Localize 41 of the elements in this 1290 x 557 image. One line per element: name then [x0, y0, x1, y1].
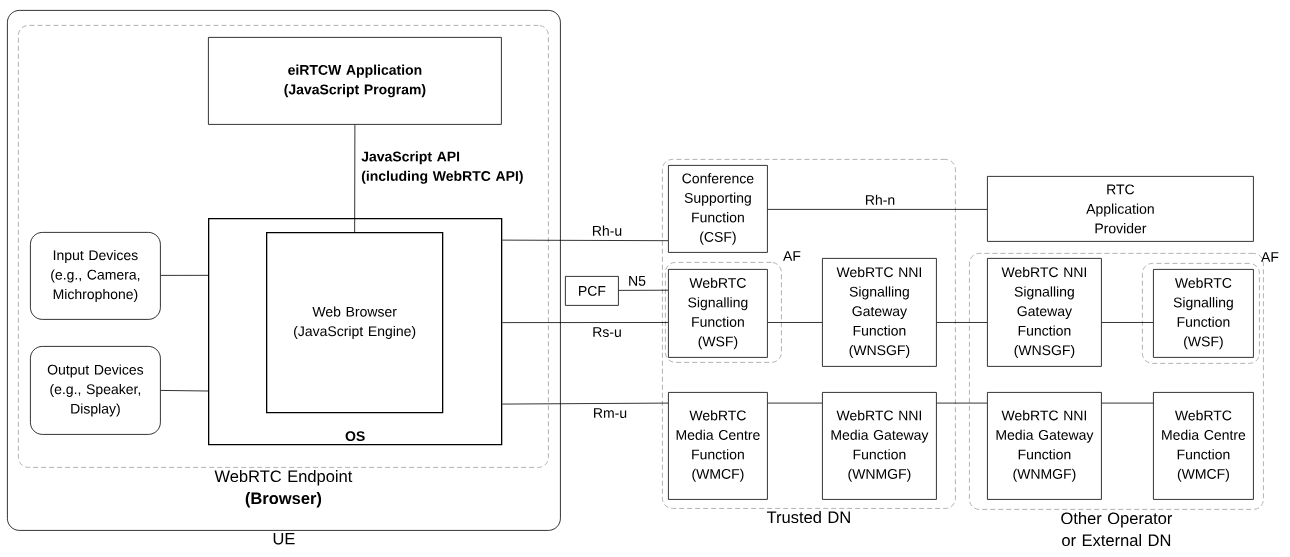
- function-box: WebRTC Media Centre Function (WMCF): [1153, 392, 1254, 500]
- node-label: Other Operator or External DN: [1061, 512, 1173, 547]
- connector-line: [501, 402, 669, 405]
- connector-line: [767, 402, 823, 404]
- connector-line: [160, 274, 209, 276]
- function-box: RTC Application Provider: [987, 176, 1254, 242]
- node-label: AF: [1261, 252, 1279, 262]
- node-label: WebRTC Endpoint (Browser): [214, 470, 353, 508]
- browser-box: Web Browser (JavaScript Engine): [266, 232, 444, 414]
- connector-line: [1101, 402, 1154, 404]
- function-box: WebRTC Signalling Function (WSF): [1153, 269, 1254, 358]
- function-box: WebRTC NNI Media Gateway Function (WNMGF): [822, 392, 937, 500]
- connector-line: [354, 124, 356, 233]
- edge-label: Rh-u: [593, 225, 622, 236]
- edge-label: N5: [629, 276, 646, 286]
- connector-line: [501, 322, 669, 323]
- application-box: eiRTCW Application (JavaScript Program): [208, 37, 502, 125]
- function-box: PCF: [565, 276, 619, 306]
- edge-label: Rs-u: [593, 327, 621, 337]
- function-box: Conference Supporting Function (CSF): [668, 165, 768, 253]
- node-label: UE: [273, 533, 295, 545]
- edge-label: Rm-u: [594, 408, 627, 418]
- node-label: Trusted DN: [766, 511, 850, 524]
- function-box: WebRTC Signalling Function (WSF): [668, 269, 768, 358]
- function-box: WebRTC NNI Media Gateway Function (WNMGF): [987, 392, 1102, 500]
- connector-line: [1101, 322, 1154, 323]
- function-box: WebRTC Media Centre Function (WMCF): [668, 392, 768, 500]
- device-box: Input Devices (e.g., Camera, Michrophone): [30, 232, 161, 320]
- connector-line: [501, 239, 669, 242]
- connector-line: [618, 289, 669, 291]
- connector-line: [936, 402, 988, 404]
- edge-label: JavaScript API (including WebRTC API): [361, 151, 523, 184]
- connector-line: [936, 322, 988, 323]
- connector-line: [767, 322, 823, 323]
- device-box: Output Devices (e.g., Speaker, Display): [30, 346, 161, 435]
- function-box: WebRTC NNI Signalling Gateway Function (WNSGF): [987, 258, 1102, 367]
- node-label: AF: [783, 251, 801, 261]
- connector-line: [767, 209, 988, 210]
- function-box: WebRTC NNI Signalling Gateway Function (WNSGF): [822, 258, 937, 367]
- edge-label: Rh-n: [866, 194, 895, 205]
- connector-line: [160, 390, 209, 392]
